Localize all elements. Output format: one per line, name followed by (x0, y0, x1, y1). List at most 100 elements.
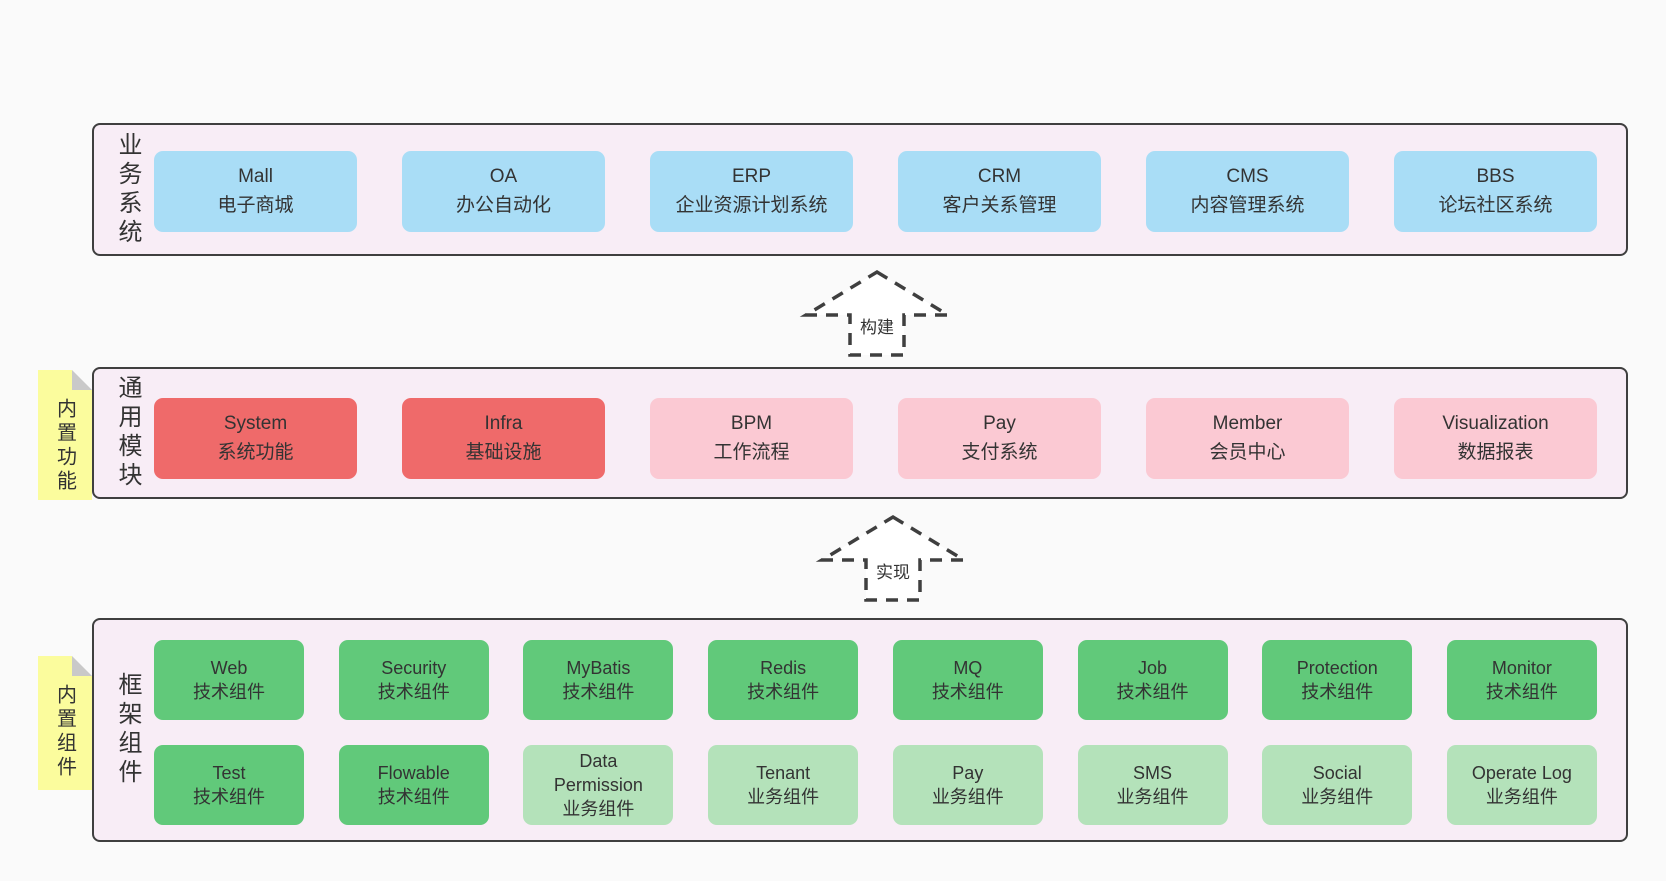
box-subtitle: 技术组件 (193, 682, 265, 702)
box-subtitle: 技术组件 (1485, 682, 1558, 702)
box-title: SMS (1133, 762, 1173, 783)
box-mall: Mall 电子商城 (154, 151, 357, 232)
box-subtitle: 业务组件 (1116, 787, 1189, 807)
dashed-up-arrow-icon (815, 514, 971, 602)
box-monitor: Monitor 技术组件 (1446, 640, 1597, 720)
box-mybatis: MyBatis 技术组件 (523, 640, 674, 720)
box-data-permission: Data Permission 业务组件 (523, 745, 674, 825)
box-system: System 系统功能 (154, 398, 357, 479)
box-subtitle: 内容管理系统 (1190, 194, 1305, 216)
box-title: ERP (731, 166, 772, 187)
box-title: Redis (760, 657, 807, 678)
box-oa: OA 办公自动化 (402, 151, 605, 232)
box-test: Test 技术组件 (154, 745, 304, 825)
layer-label-modules: 通用模块 (114, 375, 141, 491)
box-title: OA (489, 166, 518, 187)
box-subtitle: 基础设施 (465, 441, 542, 463)
sticky-note-built-in-components: 内置组件 (38, 656, 92, 790)
box-title: MyBatis (566, 657, 631, 678)
box-subtitle: 技术组件 (193, 787, 265, 807)
box-title: Web (210, 657, 248, 678)
box-subtitle: 电子商城 (217, 194, 294, 216)
note-text: 内置功能 (53, 398, 76, 494)
box-title: Social (1312, 762, 1362, 783)
box-visualization: Visualization 数据报表 (1394, 398, 1597, 479)
box-title: CMS (1226, 166, 1269, 187)
box-bpm: BPM 工作流程 (650, 398, 853, 479)
build-arrow-label: 构建 (860, 318, 894, 337)
box-cms: CMS 内容管理系统 (1146, 151, 1349, 232)
box-subtitle: 业务组件 (1301, 787, 1374, 807)
box-title: Test (212, 762, 246, 783)
box-sms: SMS 业务组件 (1077, 745, 1228, 825)
box-title: Visualization (1442, 413, 1549, 434)
box-subtitle: 技术组件 (747, 682, 820, 702)
box-title: Member (1212, 413, 1283, 434)
box-subtitle: 技术组件 (562, 682, 635, 702)
box-subtitle: 技术组件 (1116, 682, 1189, 702)
box-title: Infra (484, 413, 523, 434)
box-social: Social 业务组件 (1262, 745, 1413, 825)
box-title: Data Permission (553, 750, 643, 795)
box-title: Protection (1296, 657, 1378, 678)
box-tenant: Tenant 业务组件 (708, 745, 859, 825)
box-title: CRM (977, 166, 1022, 187)
business-box-row: Mall 电子商城 OA 办公自动化 ERP 企业资源计划系统 CRM 客户关系管理 CMS 内容… (154, 151, 1597, 232)
box-bbs: BBS 论坛社区系统 (1394, 151, 1597, 232)
box-title: Mall (238, 166, 273, 187)
box-title: MQ (953, 657, 983, 678)
box-subtitle: 业务组件 (562, 799, 635, 820)
box-subtitle: 企业资源计划系统 (675, 194, 828, 216)
box-title: Pay (983, 413, 1016, 434)
note-text: 内置组件 (53, 684, 76, 780)
build-arrow: 构建 (799, 269, 955, 359)
box-subtitle: 办公自动化 (455, 194, 551, 216)
box-pay: Pay 业务组件 (892, 745, 1043, 825)
box-flowable: Flowable 技术组件 (338, 745, 489, 825)
box-subtitle: 数据报表 (1457, 441, 1534, 463)
box-title: Pay (952, 762, 984, 783)
box-protection: Protection 技术组件 (1262, 640, 1413, 720)
dashed-up-arrow-icon (799, 269, 955, 357)
implement-arrow-label: 实现 (876, 563, 910, 582)
layer-label-business: 业务系统 (114, 131, 141, 248)
box-title: Security (381, 657, 447, 678)
box-redis: Redis 技术组件 (708, 640, 859, 720)
box-subtitle: 会员中心 (1209, 441, 1286, 463)
box-pay: Pay 支付系统 (898, 398, 1101, 479)
box-title: BPM (730, 413, 773, 434)
box-subtitle: 技术组件 (377, 682, 450, 702)
box-operate-log: Operate Log 业务组件 (1446, 745, 1597, 825)
box-subtitle: 论坛社区系统 (1438, 194, 1553, 216)
box-title: BBS (1476, 166, 1515, 187)
layer-label-framework: 框架组件 (114, 672, 141, 788)
box-infra: Infra 基础设施 (402, 398, 605, 479)
box-crm: CRM 客户关系管理 (898, 151, 1101, 232)
layer-business-systems: 业务系统 Mall 电子商城 OA 办公自动化 ERP 企业资源计划系统 CRM 客户关系管理… (92, 123, 1628, 256)
layer-common-modules: 通用模块 System 系统功能 Infra 基础设施 BPM 工作流程 Pay 支付系统 Me… (92, 367, 1628, 499)
box-subtitle: 系统功能 (217, 441, 294, 463)
box-title: Tenant (756, 762, 811, 783)
box-subtitle: 工作流程 (713, 441, 790, 463)
sticky-note-built-in-features: 内置功能 (38, 370, 92, 500)
box-subtitle: 业务组件 (931, 787, 1004, 807)
box-erp: ERP 企业资源计划系统 (650, 151, 853, 232)
box-title: Operate Log (1471, 762, 1572, 783)
box-title: Flowable (377, 762, 450, 783)
box-subtitle: 业务组件 (747, 787, 820, 807)
box-security: Security 技术组件 (338, 640, 489, 720)
box-member: Member 会员中心 (1146, 398, 1349, 479)
box-subtitle: 技术组件 (377, 787, 450, 807)
box-title: System (223, 413, 288, 434)
box-subtitle: 技术组件 (1301, 682, 1374, 702)
box-subtitle: 支付系统 (961, 441, 1038, 463)
box-title: Monitor (1491, 657, 1552, 678)
box-subtitle: 客户关系管理 (942, 194, 1057, 216)
box-subtitle: 业务组件 (1485, 787, 1558, 807)
